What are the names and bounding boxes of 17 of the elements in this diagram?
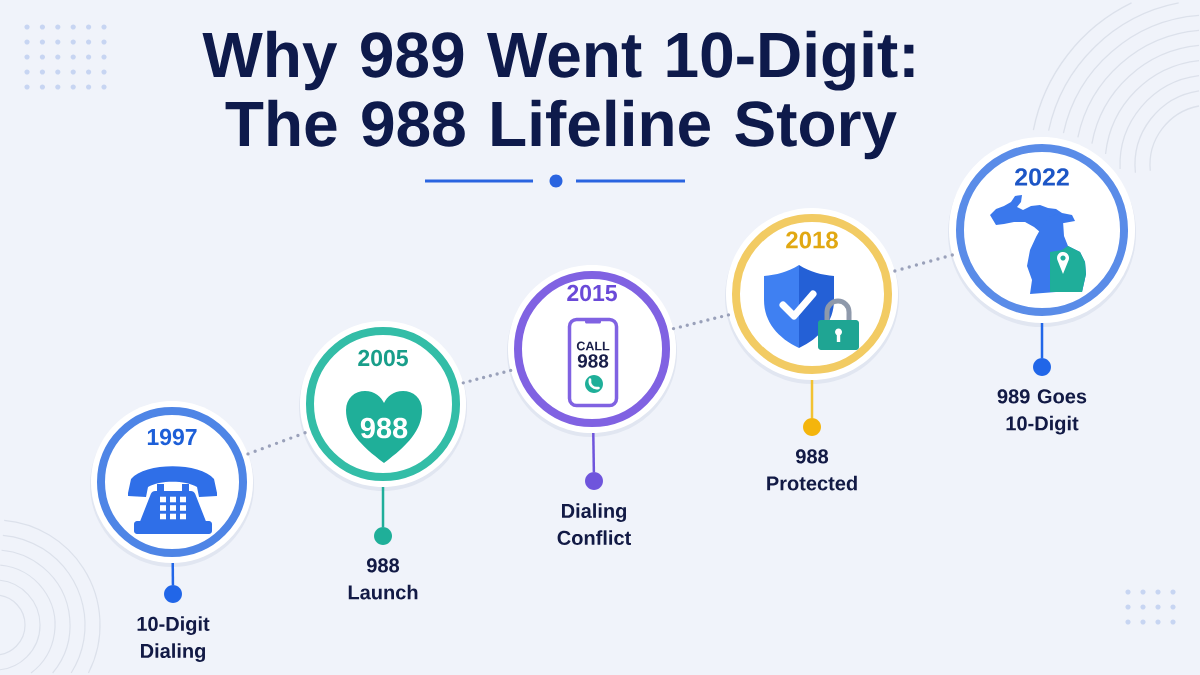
milestone-label: 10-Digit Dialing — [137, 616, 210, 662]
milestone-label: 988 Launch — [348, 558, 418, 600]
dotted-line — [671, 313, 731, 331]
milestone-label: 988 Protected — [767, 449, 857, 491]
connector-line — [171, 563, 175, 585]
dotted-line — [246, 431, 307, 456]
connector-line — [1040, 323, 1044, 358]
connector-line — [810, 380, 814, 418]
dotted-line — [893, 253, 955, 273]
heart-badge: 988 — [346, 391, 422, 463]
dotted-line — [461, 368, 513, 385]
title: Why 989 Went 10-Digit: The 988 Lifeline Story — [202, 30, 914, 160]
milestone-label: 989 Goes 10-Digit — [997, 389, 1087, 435]
connector-line — [381, 487, 385, 527]
connector-line — [592, 433, 596, 472]
milestone-label: Dialing Conflict — [557, 503, 631, 545]
phone-screen: CALL 988 — [567, 317, 619, 408]
